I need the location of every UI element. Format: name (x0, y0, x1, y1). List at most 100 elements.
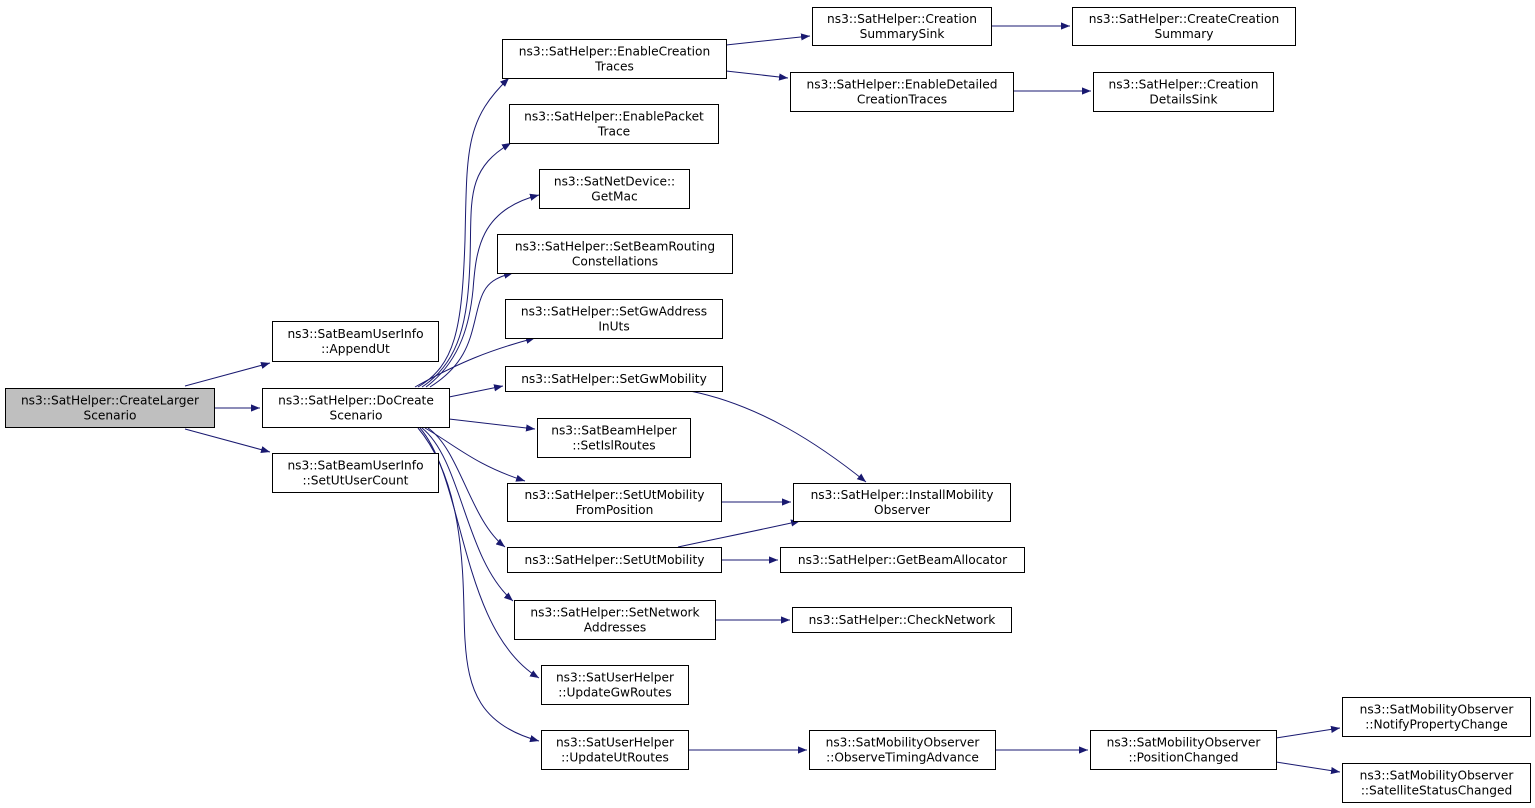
node-set-ut-user-count[interactable]: ns3::SatBeamUserInfo::SetUtUserCount (272, 453, 439, 493)
node-label-line: ns3::SatUserHelper (556, 671, 675, 685)
node-box (780, 547, 1025, 573)
node-label-line: Constellations (572, 255, 658, 269)
node-box (1072, 7, 1296, 46)
node-label-line: Summary (1155, 27, 1214, 41)
node-label-line: ns3::SatHelper::SetBeamRouting (515, 240, 715, 254)
node-label-line: Addresses (584, 621, 646, 635)
node-label-line: InUts (598, 320, 629, 334)
node-label-line: SummarySink (860, 27, 946, 41)
node-box (497, 234, 733, 274)
node-set-ut-mobility[interactable]: ns3::SatHelper::SetUtMobility (507, 547, 722, 573)
node-update-gw-routes[interactable]: ns3::SatUserHelper::UpdateGwRoutes (541, 665, 689, 705)
node-box (541, 665, 689, 705)
node-box (541, 730, 689, 770)
node-box (792, 607, 1012, 633)
node-label-line: ns3::SatHelper::EnablePacket (524, 110, 704, 124)
edge-set_gw_mobility-to-install_mobility_observer (689, 390, 867, 483)
node-label-line: ns3::SatMobilityObserver (1360, 769, 1515, 783)
node-label-line: Traces (594, 60, 634, 74)
node-get-beam-allocator[interactable]: ns3::SatHelper::GetBeamAllocator (780, 547, 1025, 573)
node-check-network[interactable]: ns3::SatHelper::CheckNetwork (792, 607, 1012, 633)
edges-layer (184, 22, 1341, 775)
node-label-line: ::UpdateUtRoutes (561, 751, 669, 765)
node-box (262, 388, 450, 428)
edge-position_changed-to-satellite_status_changed (1275, 761, 1341, 775)
node-label-line: ns3::SatHelper::CreateLarger (21, 394, 200, 408)
node-set-gw-mobility[interactable]: ns3::SatHelper::SetGwMobility (505, 366, 723, 392)
node-label-line: Trace (597, 125, 630, 139)
edge-do_create-to-update_gw_routes (419, 427, 540, 679)
node-position-changed[interactable]: ns3::SatMobilityObserver::PositionChange… (1090, 730, 1277, 770)
node-box (507, 547, 722, 573)
node-label-line: CreationTraces (857, 93, 947, 107)
node-label-line: ns3::SatHelper::SetGwMobility (521, 372, 707, 386)
node-box (272, 321, 439, 362)
node-box (809, 730, 996, 770)
edge-set_ut_mobility-to-install_mobility_observer (677, 519, 801, 548)
node-label-line: ns3::SatHelper::CheckNetwork (809, 613, 997, 627)
node-label-line: ns3::SatHelper::SetNetwork (530, 606, 700, 620)
node-append-ut[interactable]: ns3::SatBeamUserInfo::AppendUt (272, 321, 439, 362)
edge-do_create-to-enable_creation_traces (417, 77, 510, 388)
node-label-line: ns3::SatHelper::EnableCreation (519, 45, 710, 59)
node-observe-timing-advance[interactable]: ns3::SatMobilityObserver::ObserveTimingA… (809, 730, 996, 770)
node-box (505, 366, 723, 392)
node-label-line: Observer (874, 503, 931, 517)
edge-do_create-to-enable_packet_trace (421, 142, 512, 388)
node-label-line: ns3::SatHelper::GetBeamAllocator (798, 553, 1008, 567)
node-box (5, 388, 215, 428)
node-label-line: ::NotifyPropertyChange (1365, 718, 1507, 732)
edge-enable_creation_traces-to-creation_summary_sink (725, 33, 811, 46)
node-notify-property-change[interactable]: ns3::SatMobilityObserver::NotifyProperty… (1342, 697, 1531, 737)
edge-enable_creation_traces-to-enable_detailed (725, 70, 789, 81)
edge-do_create-to-set_ut_mob_from_pos (424, 427, 526, 482)
node-label-line: ::AppendUt (321, 342, 390, 356)
node-box (1090, 730, 1277, 770)
node-label-line: ns3::SatBeamUserInfo (287, 459, 423, 473)
node-label-line: ns3::SatHelper::SetUtMobility (525, 488, 705, 502)
edge-do_create-to-set_beam_routing (429, 271, 514, 388)
node-satellite-status-changed[interactable]: ns3::SatMobilityObserver::SatelliteStatu… (1342, 763, 1531, 803)
node-set-ut-mob-from-pos[interactable]: ns3::SatHelper::SetUtMobilityFromPositio… (507, 483, 722, 522)
node-set-beam-routing[interactable]: ns3::SatHelper::SetBeamRoutingConstellat… (497, 234, 733, 274)
node-label-line: ::SetIslRoutes (572, 439, 655, 453)
node-label-line: ns3::SatUserHelper (556, 736, 675, 750)
node-label-line: ns3::SatBeamHelper (551, 424, 678, 438)
node-label-line: ns3::SatBeamUserInfo (287, 327, 423, 341)
edge-create_larger-to-set_ut_user_count (184, 428, 271, 454)
edge-create_larger-to-append_ut (184, 361, 271, 387)
edge-do_create-to-update_ut_routes (417, 427, 540, 743)
node-label-line: DetailsSink (1149, 93, 1218, 107)
node-box (790, 72, 1014, 112)
node-label-line: GetMac (591, 190, 637, 204)
node-label-line: ns3::SatMobilityObserver (1360, 703, 1515, 717)
node-box (812, 7, 992, 46)
node-get-mac[interactable]: ns3::SatNetDevice::GetMac (539, 169, 690, 209)
node-box (1342, 697, 1531, 737)
nodes-layer: ns3::SatHelper::CreateLargerScenarions3:… (5, 7, 1531, 803)
node-label-line: Scenario (84, 409, 137, 423)
node-box (1093, 72, 1274, 112)
node-label-line: ns3::SatHelper::EnableDetailed (807, 78, 998, 92)
node-label-line: ::SatelliteStatusChanged (1361, 784, 1512, 798)
node-label-line: FromPosition (576, 503, 654, 517)
node-enable-detailed[interactable]: ns3::SatHelper::EnableDetailedCreationTr… (790, 72, 1014, 112)
node-update-ut-routes[interactable]: ns3::SatUserHelper::UpdateUtRoutes (541, 730, 689, 770)
node-set-isl-routes[interactable]: ns3::SatBeamHelper::SetIslRoutes (537, 418, 691, 458)
node-box (509, 104, 719, 144)
node-label-line: ns3::SatHelper::Creation (827, 12, 977, 26)
node-box (505, 299, 723, 339)
edge-do_create-to-get_mac (425, 193, 540, 388)
edge-do_create-to-set_ut_mobility (427, 427, 506, 548)
